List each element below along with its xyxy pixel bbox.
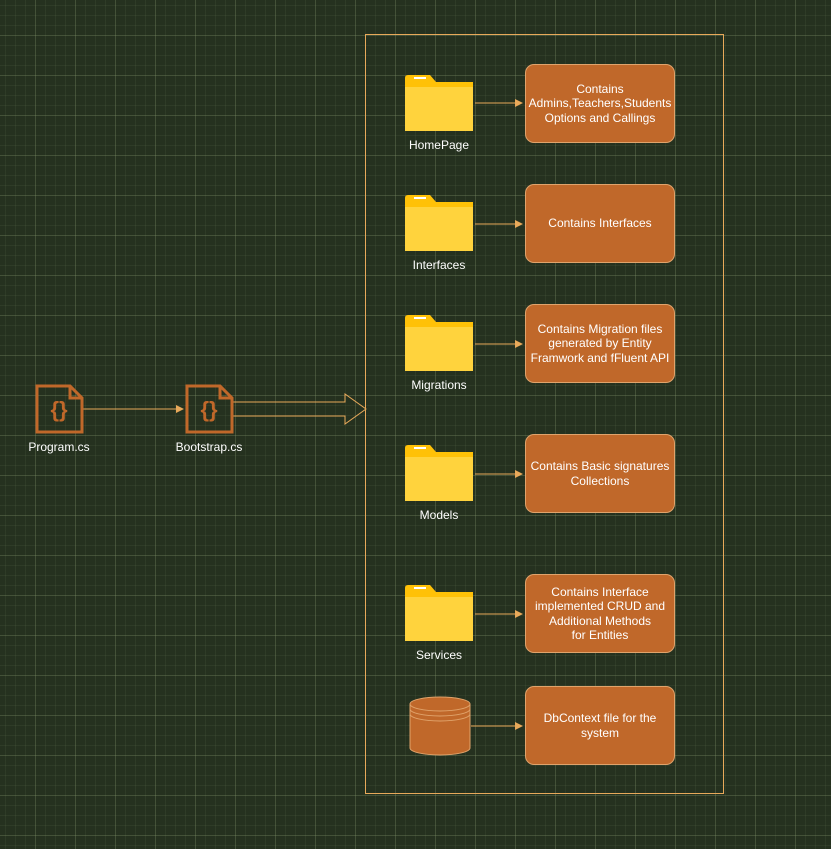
folder-icon bbox=[405, 445, 473, 501]
models-description-box[interactable]: Contains Basic signatures Collections bbox=[525, 434, 675, 513]
program-cs-label: Program.cs bbox=[28, 440, 90, 454]
interfaces-description-box[interactable]: Contains Interfaces bbox=[525, 184, 675, 263]
folder-icon bbox=[405, 315, 473, 371]
folder-label: HomePage bbox=[408, 138, 470, 152]
folder-icon bbox=[405, 585, 473, 641]
project-folder-container bbox=[365, 34, 724, 794]
database-cylinder-icon bbox=[409, 696, 471, 756]
folder-label: Models bbox=[419, 508, 459, 522]
curly-braces-file-icon: {} bbox=[185, 384, 234, 434]
services-description-box[interactable]: Contains Interface implemented CRUD and … bbox=[525, 574, 675, 653]
svg-text:{}: {} bbox=[200, 397, 218, 422]
folder-icon bbox=[405, 75, 473, 131]
homepage-description-box[interactable]: Contains Admins,Teachers,Students Option… bbox=[525, 64, 675, 143]
bootstrap-cs-label: Bootstrap.cs bbox=[175, 440, 243, 454]
folder-icon bbox=[405, 195, 473, 251]
bootstrap-to-container-arrow bbox=[233, 393, 367, 425]
svg-text:{}: {} bbox=[50, 397, 68, 422]
folder-label: Services bbox=[415, 648, 462, 662]
database-node[interactable] bbox=[409, 696, 473, 765]
curly-braces-file-icon: {} bbox=[35, 384, 84, 434]
folder-migrations[interactable]: Migrations bbox=[404, 314, 474, 392]
folder-label: Interfaces bbox=[412, 258, 466, 272]
folder-homepage[interactable]: HomePage bbox=[404, 74, 474, 152]
folder-label: Migrations bbox=[411, 378, 467, 392]
dbcontext-description-box[interactable]: DbContext file for the system bbox=[525, 686, 675, 765]
folder-models[interactable]: Models bbox=[404, 444, 474, 522]
migrations-description-box[interactable]: Contains Migration files generated by En… bbox=[525, 304, 675, 383]
folder-interfaces[interactable]: Interfaces bbox=[404, 194, 474, 272]
folder-services[interactable]: Services bbox=[404, 584, 474, 662]
